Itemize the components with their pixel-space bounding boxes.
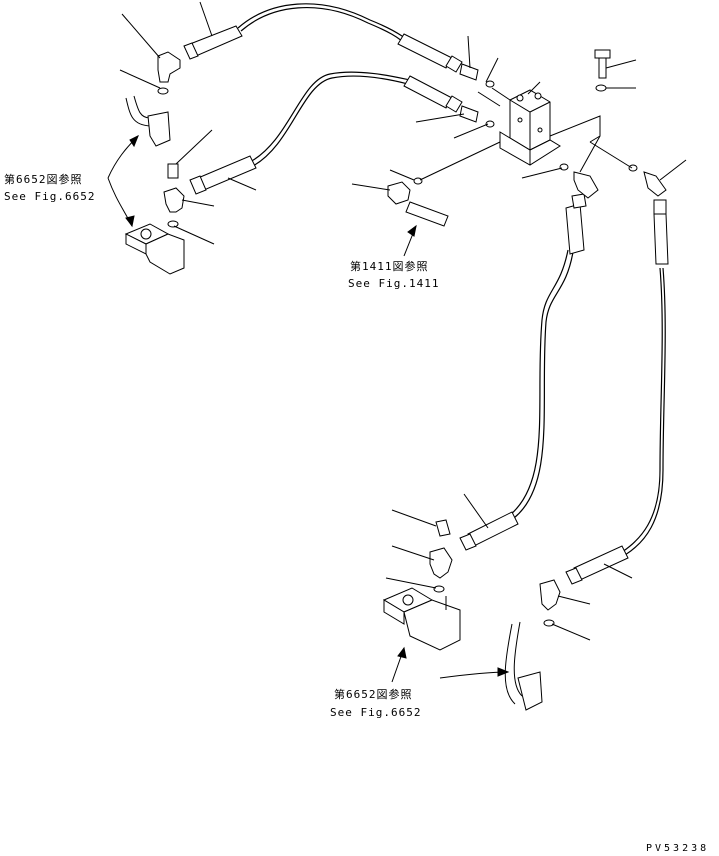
o-ring: [485, 120, 495, 128]
pump-mount-lower: [382, 587, 461, 651]
o-ring: [433, 585, 445, 593]
o-ring: [413, 177, 423, 185]
cylinder-top-left: [125, 95, 171, 147]
hose-far-right: [621, 267, 663, 553]
hose-fitting-lower-middle: [459, 511, 519, 551]
cap-small-left: [167, 163, 179, 179]
fitting-center-hose-end: [405, 201, 449, 227]
hose-fitting-lower-right: [565, 545, 629, 585]
reference-label-jp: 第6652図参照: [4, 172, 83, 186]
o-ring: [559, 163, 569, 171]
hose-upper-left-to-valve: [237, 3, 406, 39]
adapter-second: [459, 105, 479, 123]
hose-long-right: [509, 249, 569, 516]
o-ring: [595, 84, 607, 92]
elbow-right: [573, 171, 599, 199]
elbow-fitting-middle-left: [163, 187, 185, 213]
elbow-fitting-top-left: [157, 51, 181, 83]
reference-label-jp: 第6652図参照: [334, 687, 413, 701]
adapter-lower-left: [435, 519, 451, 537]
hose-fitting-far-right-upper: [653, 199, 669, 265]
hose-upper-left-to-valve-2: [240, 6, 403, 42]
reference-arrows: [107, 134, 510, 683]
hose-fitting-right-upper: [565, 193, 587, 255]
leader-lines: [119, 1, 687, 641]
reference-label-en: See Fig.6652: [4, 190, 95, 203]
o-ring: [157, 87, 169, 95]
drawing-code: PV53238: [646, 843, 709, 854]
valve-block: [499, 89, 561, 166]
hose-far-right-2: [624, 267, 666, 556]
elbow-lower-left: [429, 547, 453, 579]
o-ring: [167, 220, 179, 228]
hose-fitting-top-left: [183, 25, 243, 60]
reference-label-jp: 第1411図参照: [350, 259, 429, 273]
bolt: [594, 49, 611, 79]
adapter-center: [387, 181, 411, 205]
elbow-far-right: [643, 171, 667, 197]
pump-mount-left: [124, 223, 185, 275]
hose-middle-to-valve: [249, 71, 411, 163]
hose-fitting-second: [403, 75, 463, 113]
pipe-valve-right-2: [589, 141, 633, 169]
reference-label-en: See Fig.1411: [348, 277, 439, 290]
hose-long-right-2: [513, 251, 574, 519]
hose-fitting-top-middle: [397, 33, 463, 73]
reference-label-en: See Fig.6652: [330, 706, 421, 719]
adapter-top-middle: [459, 63, 479, 81]
hose-fitting-middle-left: [189, 155, 257, 195]
o-ring: [543, 619, 555, 627]
elbow-lower-right: [539, 579, 561, 611]
pipe-valve-right: [549, 115, 601, 143]
pipe-valve-top: [477, 87, 511, 107]
cylinder-lower-right: [504, 621, 543, 711]
o-ring: [628, 164, 638, 172]
pipe-valve-left: [419, 141, 501, 181]
o-ring: [485, 80, 495, 88]
hose-middle-to-valve-2: [252, 75, 409, 167]
